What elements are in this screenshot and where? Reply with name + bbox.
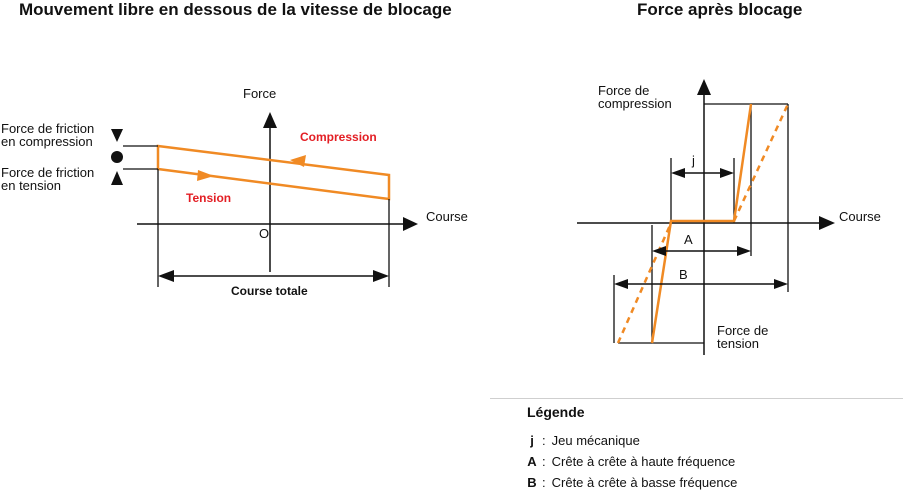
- right-x-axis-arrowhead: [819, 216, 835, 230]
- j-dimension-label: j: [691, 153, 695, 168]
- a-dimension-label: A: [684, 232, 693, 247]
- compression-force-label-2: compression: [598, 96, 672, 111]
- legend-key: A: [527, 454, 537, 469]
- left-diagram-title: Mouvement libre en dessous de la vitesse…: [19, 0, 452, 19]
- left-y-axis-label: Force: [243, 86, 276, 101]
- legend-divider: [490, 398, 903, 399]
- j-left-arrowhead: [671, 168, 685, 178]
- legend-text: Crête à crête à haute fréquence: [551, 454, 736, 469]
- friction-top-triangle: [111, 129, 123, 142]
- legend-title: Légende: [527, 404, 585, 420]
- j-right-arrowhead: [720, 168, 734, 178]
- compression-force-label-1: Force de: [598, 83, 649, 98]
- total-stroke-label: Course totale: [231, 284, 308, 298]
- friction-bottom-triangle: [111, 171, 123, 185]
- legend-item-j: j:Jeu mécanique: [526, 433, 640, 448]
- legend-key: B: [527, 475, 537, 490]
- tension-label: Tension: [186, 191, 231, 205]
- a-right-arrowhead: [737, 246, 751, 256]
- compression-direction-arrow: [290, 155, 306, 167]
- total-stroke-right-arrowhead: [373, 270, 389, 282]
- b-dimension-label: B: [679, 267, 688, 282]
- origin-label: O: [259, 226, 269, 241]
- friction-center-dot: [111, 151, 123, 163]
- legend-text: Jeu mécanique: [551, 433, 640, 448]
- right-diagram-title: Force après blocage: [637, 0, 803, 19]
- b-left-arrowhead: [614, 279, 628, 289]
- friction-tension-label-2: en tension: [1, 178, 61, 193]
- total-stroke-left-arrowhead: [158, 270, 174, 282]
- legend: Légende j:Jeu mécanique A:Crête à crête …: [490, 398, 903, 490]
- legend-item-a: A:Crête à crête à haute fréquence: [527, 454, 736, 469]
- friction-tension-label-1: Force de friction: [1, 165, 94, 180]
- right-diagram: Course j A B Force de compression: [577, 79, 881, 355]
- left-diagram: Force Course O Compression Tension Cours…: [1, 86, 468, 298]
- legend-key: j: [530, 433, 534, 448]
- left-y-axis-arrowhead: [263, 112, 277, 128]
- friction-compression-label-2: en compression: [1, 134, 93, 149]
- right-y-axis-arrowhead: [697, 79, 711, 95]
- b-right-arrowhead: [774, 279, 788, 289]
- legend-text: Crête à crête à basse fréquence: [551, 475, 738, 490]
- compression-label: Compression: [300, 130, 377, 144]
- friction-compression-label-1: Force de friction: [1, 121, 94, 136]
- tension-force-label-1: Force de: [717, 323, 768, 338]
- right-x-axis-label: Course: [839, 209, 881, 224]
- left-x-axis-arrowhead: [403, 217, 418, 231]
- legend-item-b: B:Crête à crête à basse fréquence: [527, 475, 738, 490]
- tension-direction-arrow: [197, 170, 214, 181]
- left-x-axis-label: Course: [426, 209, 468, 224]
- a-left-arrowhead: [652, 246, 666, 256]
- tension-force-label-2: tension: [717, 336, 759, 351]
- high-frequency-curve: [650, 103, 753, 344]
